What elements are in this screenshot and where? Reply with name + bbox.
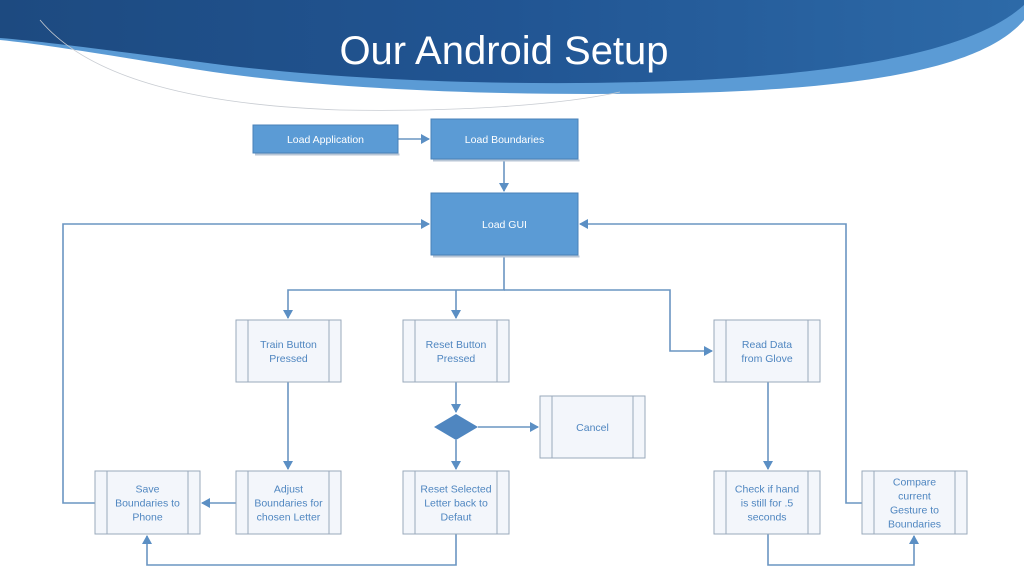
node-label: Reset Selected — [420, 484, 491, 496]
node-check: Check if hand is still for .5 seconds — [713, 470, 821, 535]
node-label: Phone — [132, 512, 163, 524]
node-label: Load Application — [287, 134, 364, 146]
node-label: Letter back to — [424, 498, 488, 510]
node-cancel: Cancel — [539, 395, 646, 459]
node-load-application: Load Application — [252, 124, 400, 156]
node-box — [430, 192, 579, 256]
node-label: Train Button — [260, 339, 317, 351]
node-label: Reset Button — [426, 339, 487, 351]
node-box — [861, 470, 968, 535]
connectors — [62, 134, 919, 566]
node-label: is still for .5 — [741, 498, 794, 510]
node-label: Boundaries for — [254, 498, 323, 510]
node-load-boundaries: Load Boundaries — [430, 118, 580, 162]
node-box — [402, 319, 510, 383]
node-load-gui: Load GUI — [430, 192, 580, 258]
node-box — [713, 319, 821, 383]
node-label: Boundaries to — [115, 498, 180, 510]
node-read: Read Data from Glove — [713, 319, 821, 383]
node-label: Adjust — [274, 484, 303, 496]
node-label: Cancel — [576, 422, 609, 434]
node-label: current — [898, 491, 931, 503]
node-box — [252, 124, 399, 154]
node-label: seconds — [747, 512, 786, 524]
node-label: Pressed — [269, 353, 308, 365]
node-label: Gesture to — [890, 505, 939, 517]
node-label: Save — [136, 484, 160, 496]
node-label: Pressed — [437, 353, 476, 365]
node-label: Boundaries — [888, 519, 941, 531]
node-box — [430, 118, 579, 160]
node-label: Defaut — [441, 512, 472, 524]
node-label: Load Boundaries — [465, 134, 544, 146]
node-box — [235, 319, 342, 383]
node-box — [402, 470, 510, 535]
node-label: Compare — [893, 477, 936, 489]
page-title: Our Android Setup — [339, 29, 668, 73]
node-label: Load GUI — [482, 219, 527, 231]
decision-diamond — [434, 414, 478, 440]
node-label: chosen Letter — [257, 512, 321, 524]
node-label: Read Data — [742, 339, 792, 351]
node-label: Check if hand — [735, 484, 799, 496]
node-box — [235, 470, 342, 535]
node-label: from Glove — [741, 353, 793, 365]
header-banner — [0, 0, 1024, 111]
node-box — [713, 470, 821, 535]
node-box — [94, 470, 201, 535]
node-box — [539, 395, 646, 459]
